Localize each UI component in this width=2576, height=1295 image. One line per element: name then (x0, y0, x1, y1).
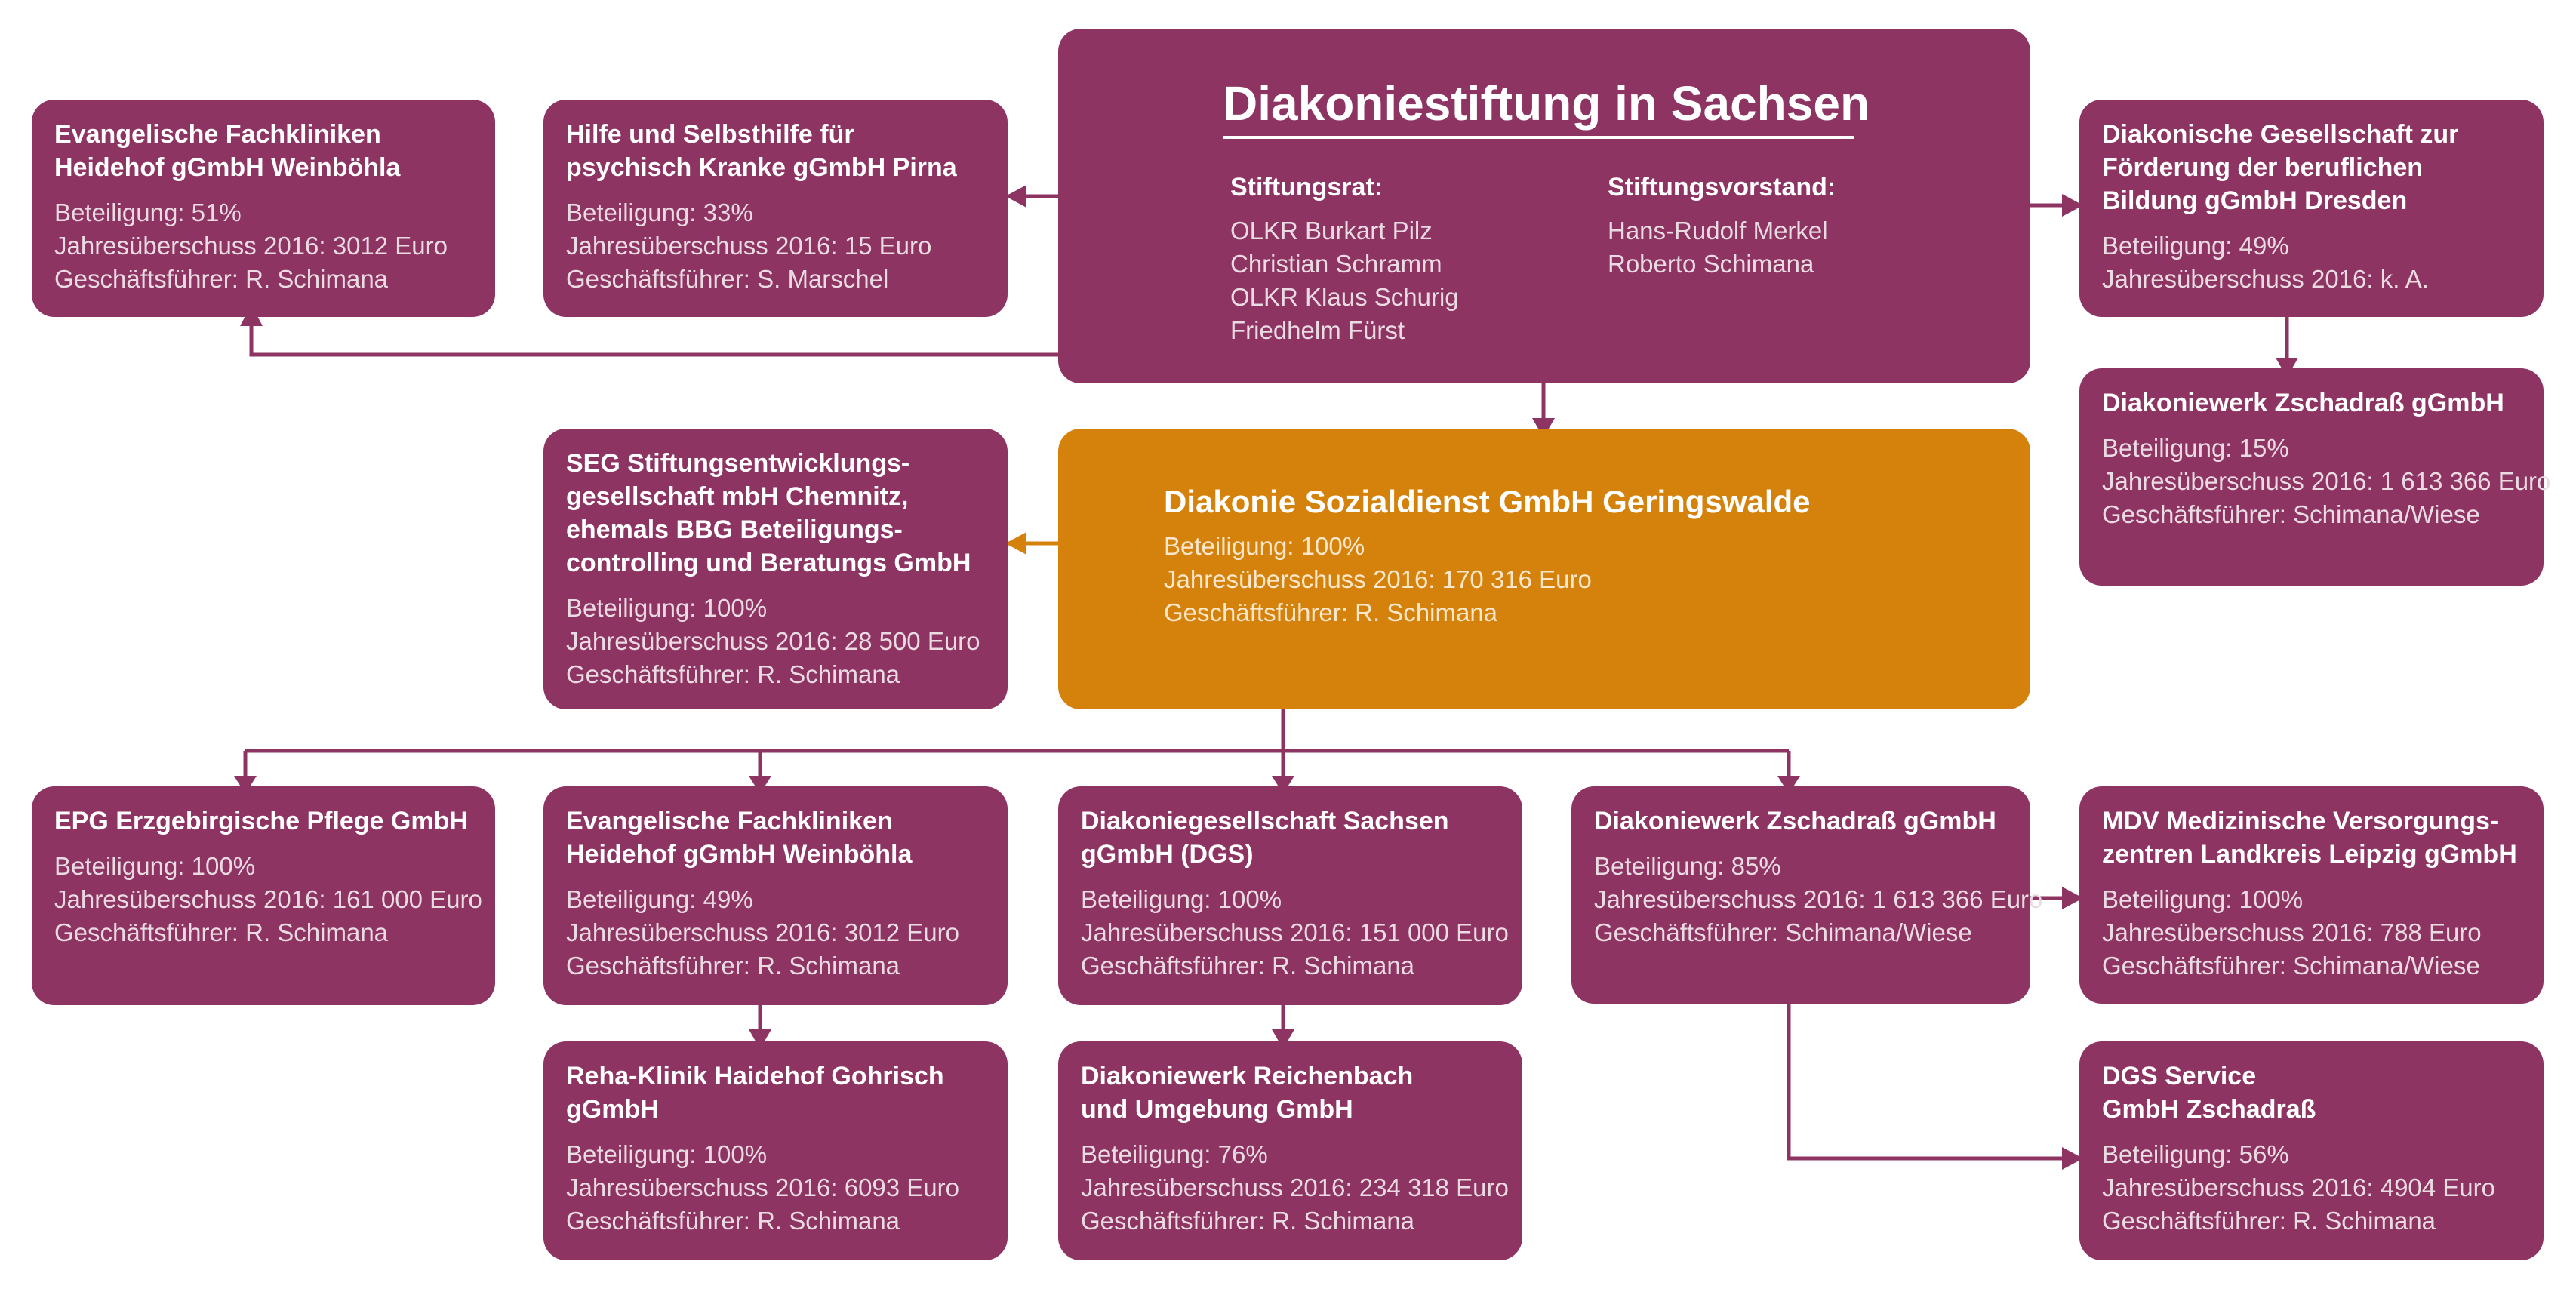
company-box-dgs-service: DGS Service GmbH Zschadraß Beteiligung: … (2079, 1041, 2544, 1260)
company-stake: Beteiligung: 49% (2102, 232, 2289, 260)
company-stake: Beteiligung: 100% (2102, 885, 2304, 913)
company-surplus: Jahresüberschuss 2016: 1 613 366 Euro (1594, 885, 2043, 913)
company-manager: Geschäftsführer: R. Schimana (566, 1207, 900, 1235)
board-heading: Stiftungsvorstand: (1608, 173, 1836, 201)
company-box-fachkliniken-top: Evangelische Fachkliniken Heidehof gGmbH… (32, 100, 495, 317)
arrowhead-reha (749, 1029, 771, 1049)
arrowhead-dgs (1272, 776, 1294, 794)
company-manager: Geschäftsführer: Schimana/Wiese (1594, 918, 1972, 946)
company-surplus: Jahresüberschuss 2016: 4904 Euro (2102, 1173, 2496, 1201)
company-name: Reha-Klinik Haidehof Gohrisch gGmbH (566, 1062, 944, 1124)
company-manager: Geschäftsführer: R. Schimana (566, 660, 900, 688)
company-stake: Beteiligung: 15% (2102, 434, 2289, 462)
company-box-seg: SEG Stiftungsentwicklungs- gesellschaft … (543, 429, 1008, 709)
company-surplus: Jahresüberschuss 2016: 234 318 Euro (1081, 1173, 1509, 1201)
main-company-box: Diakonie Sozialdienst GmbH Geringswalde … (1058, 429, 2030, 709)
company-stake: Beteiligung: 100% (1081, 885, 1282, 913)
company-surplus: Jahresüberschuss 2016: 6093 Euro (566, 1173, 960, 1201)
company-surplus: Jahresüberschuss 2016: 788 Euro (2102, 918, 2482, 946)
company-name: EPG Erzgebirgische Pflege GmbH (54, 807, 468, 835)
company-name: MDV Medizinische Versorgungs- zentren La… (2102, 807, 2517, 869)
company-stake: Beteiligung: 100% (54, 852, 256, 880)
company-manager: Geschäftsführer: Schimana/Wiese (2102, 952, 2480, 980)
arrowhead-seg (1005, 532, 1026, 555)
company-box-foerderung: Diakonische Gesellschaft zur Förderung d… (2079, 100, 2544, 317)
company-box-zschadrass-top: Diakoniewerk Zschadraß gGmbH Beteiligung… (2079, 368, 2551, 586)
company-surplus: Jahresüberschuss 2016: k. A. (2102, 265, 2429, 293)
council-member: OLKR Burkart Pilz (1230, 217, 1433, 245)
foundation-box: Diakoniestiftung in Sachsen Stiftungsrat… (1058, 29, 2030, 383)
company-manager: Geschäftsführer: R. Schimana (54, 265, 389, 293)
company-manager: Geschäftsführer: R. Schimana (2102, 1207, 2436, 1235)
arrowhead-main (1532, 418, 1555, 438)
board-column: Stiftungsvorstand: Hans-Rudolf Merkel Ro… (1608, 171, 1836, 281)
connector-foundation-fk-top (249, 317, 1058, 357)
company-surplus: Jahresüberschuss 2016: 15 Euro (566, 232, 932, 260)
company-box-reichenbach: Diakoniewerk Reichenbach und Umgebung Gm… (1058, 1041, 1522, 1260)
company-name: DGS Service GmbH Zschadraß (2102, 1062, 2316, 1124)
company-stake: Beteiligung: 51% (54, 198, 242, 226)
council-member: OLKR Klaus Schurig (1230, 283, 1459, 311)
company-manager: Geschäftsführer: S. Marschel (566, 265, 889, 293)
company-stake: Beteiligung: 49% (566, 885, 753, 913)
company-manager: Geschäftsführer: Schimana/Wiese (2102, 500, 2480, 528)
main-manager: Geschäftsführer: R. Schimana (1164, 598, 1498, 626)
foundation-title: Diakoniestiftung in Sachsen (1223, 76, 1870, 131)
arrowhead-fk-bottom (749, 776, 771, 794)
company-manager: Geschäftsführer: R. Schimana (566, 952, 900, 980)
company-name: Diakoniewerk Zschadraß gGmbH (1594, 807, 1996, 835)
company-surplus: Jahresüberschuss 2016: 28 500 Euro (566, 627, 980, 655)
company-stake: Beteiligung: 85% (1594, 852, 1781, 880)
board-member: Roberto Schimana (1608, 250, 1814, 278)
arrowhead-zschadrass-top (2276, 358, 2298, 377)
company-surplus: Jahresüberschuss 2016: 3012 Euro (54, 232, 448, 260)
company-box-mdv: MDV Medizinische Versorgungs- zentren La… (2079, 786, 2544, 1004)
council-member: Friedhelm Fürst (1230, 316, 1405, 344)
company-surplus: Jahresüberschuss 2016: 151 000 Euro (1081, 918, 1509, 946)
company-name: Evangelische Fachkliniken Heidehof gGmbH… (54, 120, 401, 182)
company-manager: Geschäftsführer: R. Schimana (54, 918, 389, 946)
foundation-title-rule (1223, 136, 1854, 139)
company-surplus: Jahresüberschuss 2016: 3012 Euro (566, 918, 960, 946)
company-surplus: Jahresüberschuss 2016: 1 613 366 Euro (2102, 467, 2551, 495)
arrowhead-zschadrass-bottom (1777, 776, 1800, 794)
main-stake: Beteiligung: 100% (1164, 532, 1365, 560)
company-stake: Beteiligung: 100% (566, 594, 768, 622)
main-surplus: Jahresüberschuss 2016: 170 316 Euro (1164, 565, 1592, 593)
connector-zschadrass-dgs-service (1787, 1004, 2079, 1161)
company-stake: Beteiligung: 56% (2102, 1140, 2289, 1168)
arrowhead-epg (234, 776, 257, 794)
board-member: Hans-Rudolf Merkel (1608, 217, 1828, 245)
council-heading: Stiftungsrat: (1230, 173, 1383, 201)
company-name: Diakoniewerk Zschadraß gGmbH (2102, 389, 2504, 417)
connector-main-bottom-row (243, 709, 1791, 786)
company-surplus: Jahresüberschuss 2016: 161 000 Euro (54, 885, 482, 913)
company-name: Hilfe und Selbsthilfe für psychisch Kran… (566, 120, 957, 182)
company-manager: Geschäftsführer: R. Schimana (1081, 1207, 1415, 1235)
arrowhead-hilfe (1005, 185, 1026, 208)
company-stake: Beteiligung: 100% (566, 1140, 768, 1168)
main-title: Diakonie Sozialdienst GmbH Geringswalde (1164, 484, 1811, 519)
company-stake: Beteiligung: 76% (1081, 1140, 1268, 1168)
company-name: Diakoniewerk Reichenbach und Umgebung Gm… (1081, 1062, 1414, 1124)
company-name: Diakonische Gesellschaft zur Förderung d… (2102, 120, 2459, 215)
company-name: Evangelische Fachkliniken Heidehof gGmbH… (566, 807, 913, 869)
company-box-zschadrass-bottom: Diakoniewerk Zschadraß gGmbH Beteiligung… (1571, 786, 2043, 1004)
council-column: Stiftungsrat: OLKR Burkart Pilz Christia… (1230, 171, 1459, 347)
company-box-hilfe: Hilfe und Selbsthilfe für psychisch Kran… (543, 100, 1008, 317)
company-name: SEG Stiftungsentwicklungs- gesellschaft … (566, 449, 971, 577)
company-box-reha: Reha-Klinik Haidehof Gohrisch gGmbH Bete… (543, 1041, 1008, 1260)
arrowhead-reichenbach (1272, 1029, 1294, 1049)
arrowhead-dgs-service (2062, 1147, 2083, 1170)
company-manager: Geschäftsführer: R. Schimana (1081, 952, 1415, 980)
company-box-dgs: Diakoniegesellschaft Sachsen gGmbH (DGS)… (1058, 786, 1522, 1005)
arrowhead-foerderung (2062, 194, 2083, 217)
council-member: Christian Schramm (1230, 250, 1442, 278)
company-box-epg: EPG Erzgebirgische Pflege GmbH Beteiligu… (32, 786, 495, 1005)
company-stake: Beteiligung: 33% (566, 198, 753, 226)
company-name: Diakoniegesellschaft Sachsen gGmbH (DGS) (1081, 807, 1449, 869)
company-box-fachkliniken-bottom: Evangelische Fachkliniken Heidehof gGmbH… (543, 786, 1008, 1005)
arrowhead-mdv (2062, 887, 2083, 909)
